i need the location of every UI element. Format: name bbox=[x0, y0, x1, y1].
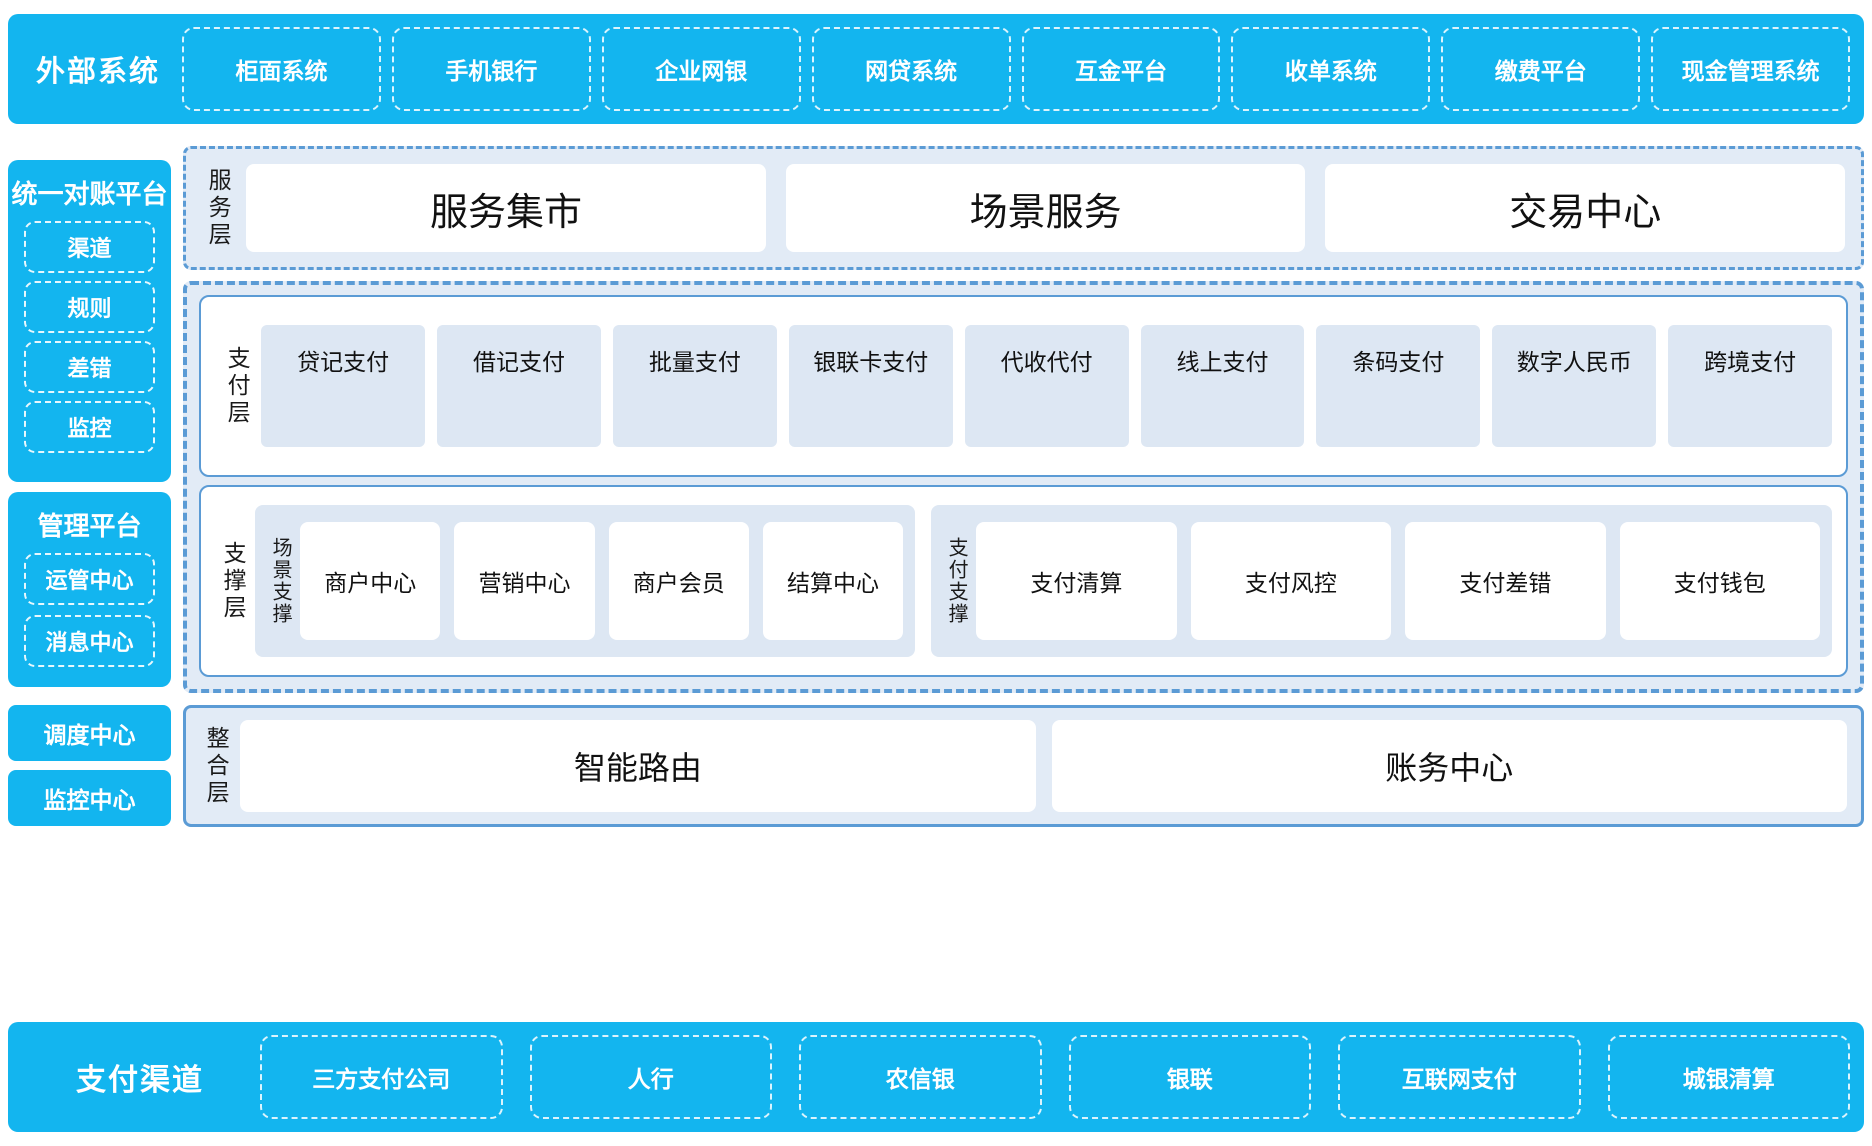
external-system-item[interactable]: 缴费平台 bbox=[1441, 27, 1641, 111]
channel-item-city-bank-clearing[interactable]: 城银清算 bbox=[1607, 1035, 1850, 1119]
support-layer-label: 支撑层 bbox=[220, 540, 247, 622]
integration-layer-list: 智能路由 账务中心 bbox=[240, 720, 1848, 812]
recon-item-monitor[interactable]: 监控 bbox=[24, 401, 155, 453]
external-system-item[interactable]: 企业网银 bbox=[601, 27, 801, 111]
service-item-scene-service[interactable]: 场景服务 bbox=[785, 164, 1306, 252]
payment-support-label: 支付支撑 bbox=[945, 537, 968, 625]
integration-item-accounting-center[interactable]: 账务中心 bbox=[1051, 720, 1848, 812]
payment-item-debit[interactable]: 借记支付 bbox=[437, 325, 601, 447]
service-layer-section: 服务层 服务集市 场景服务 交易中心 bbox=[183, 146, 1864, 270]
external-system-item[interactable]: 柜面系统 bbox=[182, 27, 381, 111]
reconciliation-platform-panel: 统一对账平台 渠道 规则 差错 监控 bbox=[8, 160, 171, 482]
monitoring-center-panel[interactable]: 监控中心 bbox=[8, 770, 171, 826]
payment-layer-section: 支付层 贷记支付 借记支付 批量支付 银联卡支付 代收代付 线上支付 条码支付 … bbox=[199, 295, 1848, 477]
integration-item-smart-routing[interactable]: 智能路由 bbox=[240, 720, 1036, 812]
external-systems-bar: 外部系统 柜面系统 手机银行 企业网银 网贷系统 互金平台 收单系统 缴费平台 … bbox=[8, 14, 1864, 124]
payment-layer-label: 支付层 bbox=[224, 345, 251, 427]
payment-item-batch[interactable]: 批量支付 bbox=[612, 325, 777, 447]
support-layer-groups: 场景支撑 商户中心 营销中心 商户会员 结算中心 支付支撑 支付清算 支付风控 … bbox=[255, 505, 1832, 657]
payment-channel-list: 三方支付公司 人行 农信银 银联 互联网支付 城银清算 bbox=[260, 1035, 1850, 1119]
support-item-payment-risk[interactable]: 支付风控 bbox=[1190, 522, 1392, 640]
external-system-item[interactable]: 收单系统 bbox=[1231, 27, 1431, 111]
management-platform-title: 管理平台 bbox=[37, 511, 142, 541]
support-item-merchant-center[interactable]: 商户中心 bbox=[300, 522, 441, 640]
support-item-merchant-member[interactable]: 商户会员 bbox=[608, 522, 749, 640]
external-system-item[interactable]: 现金管理系统 bbox=[1651, 27, 1850, 111]
management-platform-panel: 管理平台 运管中心 消息中心 bbox=[8, 492, 171, 687]
payment-item-barcode[interactable]: 条码支付 bbox=[1316, 325, 1481, 447]
payment-layer-list: 贷记支付 借记支付 批量支付 银联卡支付 代收代付 线上支付 条码支付 数字人民… bbox=[261, 325, 1833, 447]
payment-item-online[interactable]: 线上支付 bbox=[1140, 325, 1305, 447]
service-layer-list: 服务集市 场景服务 交易中心 bbox=[246, 164, 1846, 252]
channel-item-unionpay[interactable]: 银联 bbox=[1068, 1035, 1311, 1119]
support-item-marketing-center[interactable]: 营销中心 bbox=[454, 522, 595, 640]
scene-support-group: 场景支撑 商户中心 营销中心 商户会员 结算中心 bbox=[255, 505, 916, 657]
integration-layer-section: 整合层 智能路由 账务中心 bbox=[183, 705, 1864, 827]
external-system-item[interactable]: 网贷系统 bbox=[811, 27, 1011, 111]
support-layer-section: 支撑层 场景支撑 商户中心 营销中心 商户会员 结算中心 支付支撑 支付清算 bbox=[199, 485, 1848, 677]
payment-item-credit[interactable]: 贷记支付 bbox=[261, 325, 426, 447]
payment-item-cross-border[interactable]: 跨境支付 bbox=[1668, 325, 1833, 447]
service-layer-label: 服务层 bbox=[205, 167, 232, 249]
reconciliation-platform-title: 统一对账平台 bbox=[11, 179, 168, 209]
external-system-item[interactable]: 互金平台 bbox=[1021, 27, 1221, 111]
support-item-payment-wallet[interactable]: 支付钱包 bbox=[1619, 522, 1821, 640]
external-systems-title: 外部系统 bbox=[35, 56, 160, 88]
support-item-payment-clearing[interactable]: 支付清算 bbox=[976, 522, 1177, 640]
channel-item-third-party[interactable]: 三方支付公司 bbox=[260, 1035, 503, 1119]
management-platform-list: 运管中心 消息中心 bbox=[24, 553, 155, 667]
recon-item-rule[interactable]: 规则 bbox=[24, 281, 155, 333]
payment-support-group: 支付支撑 支付清算 支付风控 支付差错 支付钱包 bbox=[931, 505, 1832, 657]
channel-item-rcbank[interactable]: 农信银 bbox=[799, 1035, 1042, 1119]
recon-item-channel[interactable]: 渠道 bbox=[24, 221, 155, 273]
payment-channel-bar: 支付渠道 三方支付公司 人行 农信银 银联 互联网支付 城银清算 bbox=[8, 1022, 1864, 1132]
service-item-transaction-center[interactable]: 交易中心 bbox=[1325, 164, 1846, 252]
mgmt-item-message-center[interactable]: 消息中心 bbox=[24, 615, 155, 667]
channel-item-internet-payment[interactable]: 互联网支付 bbox=[1338, 1035, 1581, 1119]
scene-support-list: 商户中心 营销中心 商户会员 结算中心 bbox=[300, 522, 904, 640]
core-platform-container: 支付层 贷记支付 借记支付 批量支付 银联卡支付 代收代付 线上支付 条码支付 … bbox=[183, 281, 1864, 693]
mgmt-item-operations-center[interactable]: 运管中心 bbox=[24, 553, 155, 605]
external-system-item[interactable]: 手机银行 bbox=[391, 27, 591, 111]
scene-support-label: 场景支撑 bbox=[269, 537, 292, 625]
external-systems-list: 柜面系统 手机银行 企业网银 网贷系统 互金平台 收单系统 缴费平台 现金管理系… bbox=[182, 27, 1850, 111]
reconciliation-platform-list: 渠道 规则 差错 监控 bbox=[24, 221, 155, 453]
payment-item-collection-payment[interactable]: 代收代付 bbox=[964, 325, 1129, 447]
payment-item-unionpay-card[interactable]: 银联卡支付 bbox=[788, 325, 953, 447]
support-item-payment-error[interactable]: 支付差错 bbox=[1405, 522, 1606, 640]
service-item-marketplace[interactable]: 服务集市 bbox=[246, 164, 766, 252]
channel-item-pboc[interactable]: 人行 bbox=[529, 1035, 772, 1119]
integration-layer-label: 整合层 bbox=[203, 725, 230, 807]
payment-item-digital-rmb[interactable]: 数字人民币 bbox=[1492, 325, 1657, 447]
recon-item-error[interactable]: 差错 bbox=[24, 341, 155, 393]
support-item-settlement-center[interactable]: 结算中心 bbox=[762, 522, 904, 640]
scheduling-center-panel[interactable]: 调度中心 bbox=[8, 705, 171, 761]
payment-support-list: 支付清算 支付风控 支付差错 支付钱包 bbox=[976, 522, 1821, 640]
payment-channel-title: 支付渠道 bbox=[76, 1064, 204, 1097]
